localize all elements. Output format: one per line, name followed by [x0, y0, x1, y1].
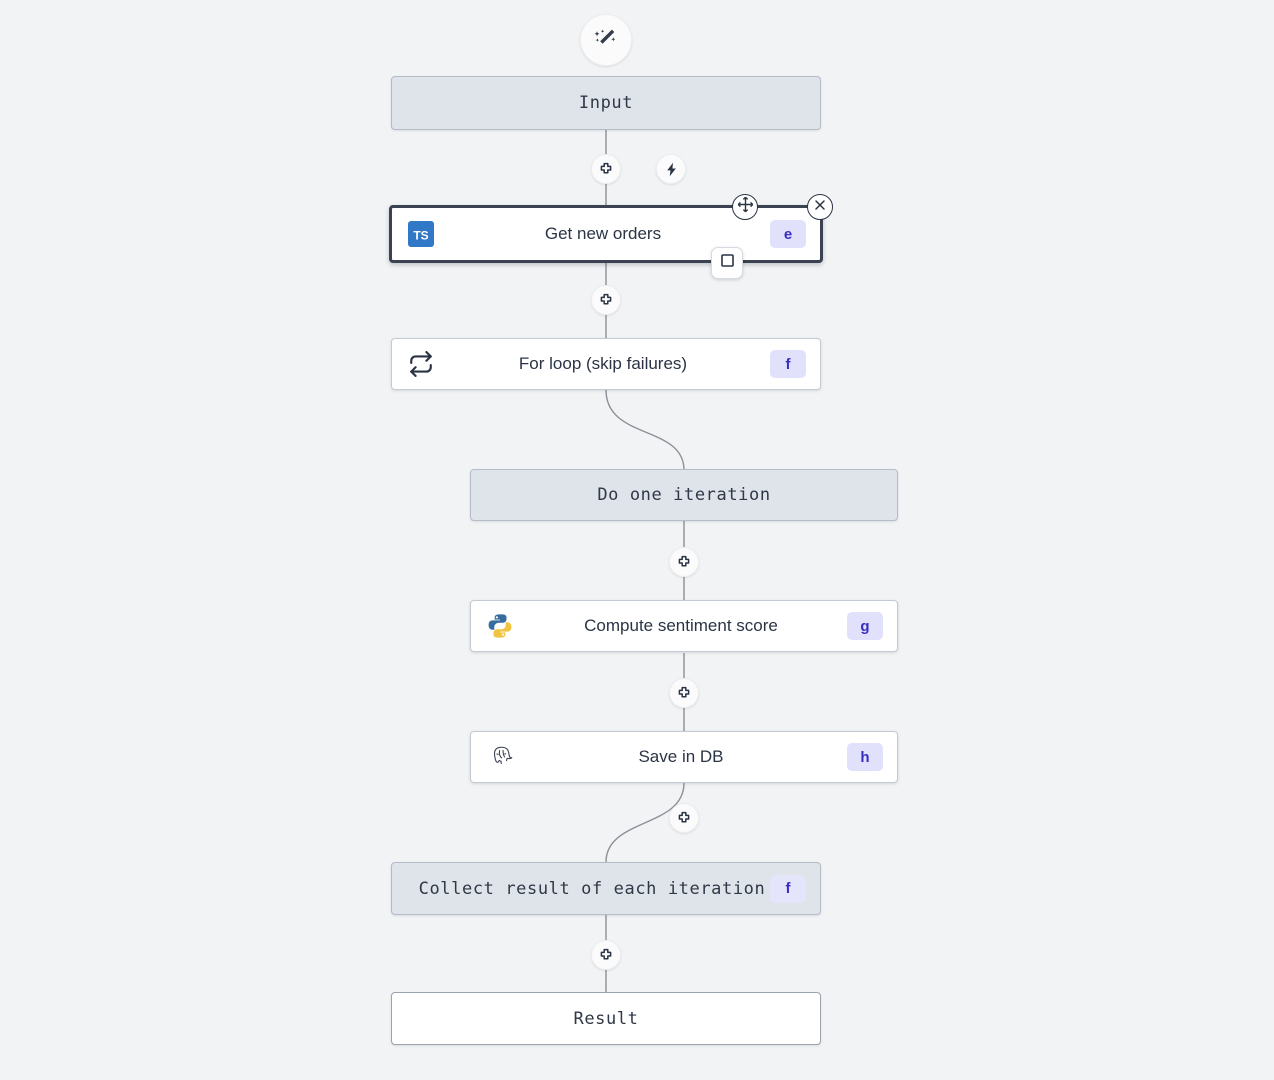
node-get-new-orders-label: Get new orders — [544, 224, 662, 243]
plus-icon — [676, 554, 692, 570]
node-result-label: Result — [573, 1008, 639, 1029]
node-branch-toggle-button[interactable] — [711, 247, 743, 279]
node-for-loop[interactable]: For loop (skip failures) f — [391, 338, 821, 390]
node-save-in-db-badge[interactable]: h — [847, 743, 883, 771]
node-input[interactable]: Input — [391, 76, 821, 130]
loop-icon — [406, 349, 436, 379]
node-compute-sentiment-score-badge[interactable]: g — [847, 612, 883, 640]
move-icon — [737, 196, 754, 218]
edge-forloop-to-iteration — [605, 389, 685, 471]
close-icon — [813, 198, 827, 217]
plus-icon — [598, 292, 614, 308]
postgresql-icon — [485, 742, 515, 772]
square-icon — [720, 253, 735, 273]
node-result[interactable]: Result — [391, 992, 821, 1045]
node-input-label: Input — [578, 93, 634, 113]
node-save-in-db[interactable]: Save in DB h — [470, 731, 898, 783]
insert-step-button-after-save-in-db[interactable] — [669, 803, 699, 833]
node-for-loop-label: For loop (skip failures) — [518, 354, 688, 373]
plus-icon — [676, 685, 692, 701]
insert-step-button-after-do-one-iteration[interactable] — [669, 547, 699, 577]
node-compute-sentiment-score[interactable]: Compute sentiment score g — [470, 600, 898, 652]
insert-step-button-after-input[interactable] — [591, 154, 621, 184]
trigger-button[interactable] — [656, 154, 686, 184]
node-collect-result-badge[interactable]: f — [770, 874, 806, 903]
node-get-new-orders[interactable]: TS Get new orders e — [389, 205, 823, 263]
plus-icon — [598, 947, 614, 963]
node-for-loop-badge[interactable]: f — [770, 350, 806, 378]
node-save-in-db-label: Save in DB — [638, 747, 724, 766]
node-move-handle[interactable] — [732, 194, 758, 220]
svg-text:TS: TS — [413, 229, 428, 243]
node-do-one-iteration-label: Do one iteration — [597, 485, 771, 505]
node-do-one-iteration[interactable]: Do one iteration — [470, 469, 898, 521]
insert-step-button-after-get-new-orders[interactable] — [591, 285, 621, 315]
plus-icon — [676, 810, 692, 826]
python-icon — [485, 611, 515, 641]
lightning-icon — [664, 162, 679, 177]
insert-step-button-after-compute-sentiment-score[interactable] — [669, 678, 699, 708]
ai-assistant-button[interactable] — [580, 14, 632, 66]
node-compute-sentiment-score-label: Compute sentiment score — [584, 616, 778, 635]
node-delete-button[interactable] — [807, 194, 833, 220]
insert-step-button-after-collect-result[interactable] — [591, 940, 621, 970]
plus-icon — [598, 161, 614, 177]
node-collect-result[interactable]: Collect result of each iteration f — [391, 862, 821, 915]
typescript-icon: TS — [406, 219, 436, 249]
magic-wand-icon — [594, 28, 618, 52]
node-collect-result-label: Collect result of each iteration — [418, 878, 766, 899]
node-get-new-orders-badge[interactable]: e — [770, 220, 806, 248]
